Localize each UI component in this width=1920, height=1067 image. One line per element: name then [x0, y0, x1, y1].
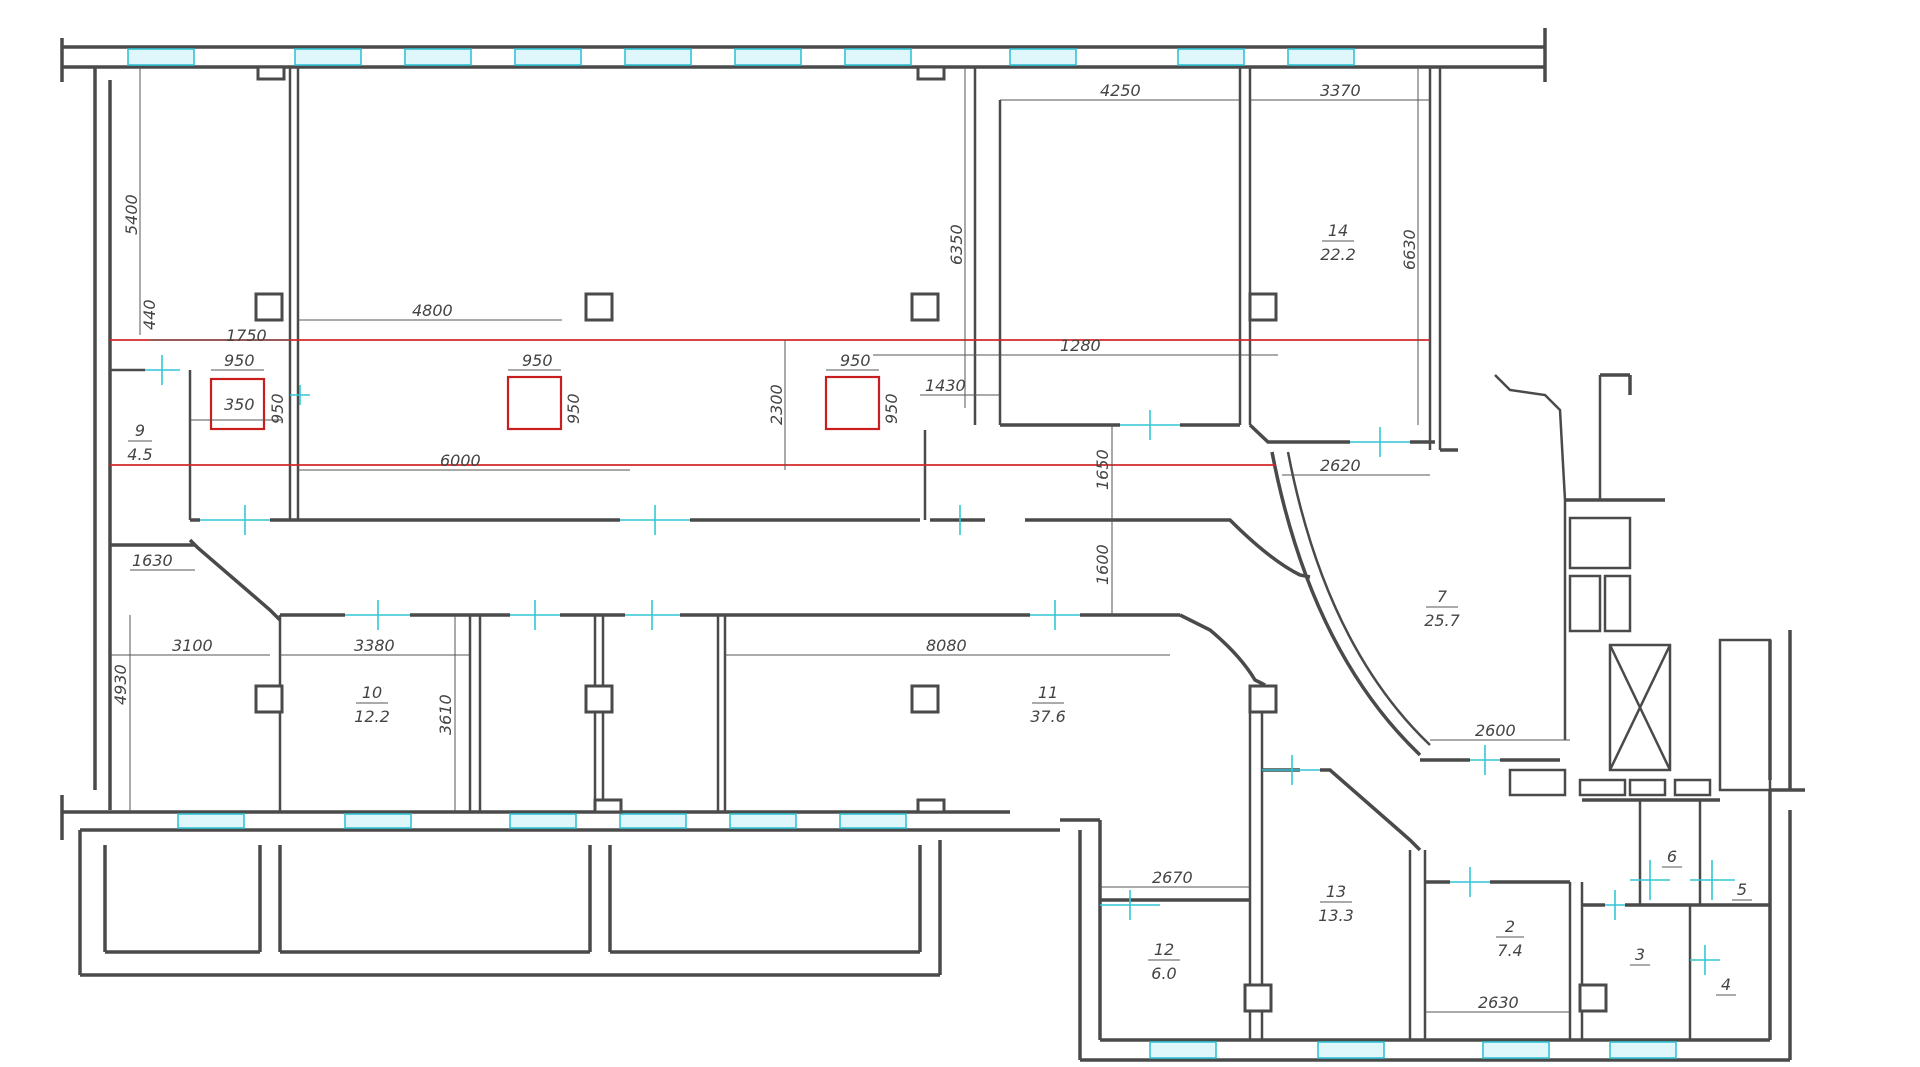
- room-10-area: 12.2: [354, 707, 390, 726]
- room-4: 4: [1716, 975, 1736, 996]
- dim-950-v2: 950: [564, 393, 583, 424]
- dimension-lines: [110, 67, 1570, 1013]
- room-9-area: 4.5: [127, 445, 152, 464]
- dim-2670: 2670: [1152, 868, 1193, 887]
- dim-1430: 1430: [925, 376, 966, 395]
- room-9-number: 9: [135, 421, 145, 440]
- room-labels: 9 4.5 10 12.2 11 37.6 14 22.2 7 25.7 12 …: [127, 221, 1752, 996]
- room-11: 11 37.6: [1030, 683, 1066, 726]
- room-14-area: 22.2: [1320, 245, 1356, 264]
- dim-1650: 1650: [1093, 449, 1112, 490]
- room-13-number: 13: [1326, 882, 1346, 901]
- room-3: 3: [1630, 945, 1650, 966]
- bottom-windows: [177, 813, 1677, 1059]
- dim-2630: 2630: [1478, 993, 1519, 1012]
- room-7: 7 25.7: [1424, 587, 1460, 630]
- dim-5400: 5400: [122, 194, 141, 235]
- slab-openings: [110, 339, 1430, 466]
- room-11-number: 11: [1038, 683, 1058, 702]
- dim-3610: 3610: [436, 694, 455, 735]
- room-7-area: 25.7: [1424, 611, 1460, 630]
- room-4-number: 4: [1721, 975, 1731, 994]
- dimension-labels: 4250 3370 5400 6350 6630 4800 440 1750 9…: [111, 81, 1519, 1012]
- dim-3370: 3370: [1320, 81, 1361, 100]
- dim-3380: 3380: [354, 636, 395, 655]
- dim-1750: 1750: [226, 326, 267, 345]
- dim-6000: 6000: [440, 451, 481, 470]
- room-10-number: 10: [362, 683, 382, 702]
- dim-1280: 1280: [1060, 336, 1101, 355]
- dim-950-v3: 950: [882, 393, 901, 424]
- dim-1600: 1600: [1093, 544, 1112, 585]
- dim-1630: 1630: [132, 551, 173, 570]
- room-14-number: 14: [1328, 221, 1348, 240]
- doors: [145, 355, 1735, 975]
- dim-6350: 6350: [947, 224, 966, 265]
- room-6: 6: [1662, 847, 1682, 868]
- dim-950-v1: 950: [268, 393, 287, 424]
- room-12-area: 6.0: [1151, 964, 1176, 983]
- room-11-area: 37.6: [1030, 707, 1066, 726]
- dim-950-c: 950: [840, 351, 871, 370]
- room-3-number: 3: [1635, 945, 1645, 964]
- room-7-number: 7: [1437, 587, 1448, 606]
- dim-2600: 2600: [1475, 721, 1516, 740]
- outer-walls: [60, 28, 1805, 1062]
- room-9: 9 4.5: [127, 421, 152, 464]
- dim-6630: 6630: [1400, 229, 1419, 270]
- interior-walls: [110, 67, 1772, 1040]
- columns: [254, 65, 1608, 1013]
- dim-3100: 3100: [172, 636, 213, 655]
- dim-950-b: 950: [522, 351, 553, 370]
- room-12-number: 12: [1154, 940, 1174, 959]
- room-5-number: 5: [1737, 880, 1747, 899]
- room-12: 12 6.0: [1148, 940, 1180, 983]
- dim-350: 350: [224, 395, 255, 414]
- dim-4930: 4930: [111, 664, 130, 705]
- dim-2620: 2620: [1320, 456, 1361, 475]
- dim-2300: 2300: [767, 384, 786, 425]
- room-13: 13 13.3: [1318, 882, 1354, 925]
- room-2-area: 7.4: [1497, 941, 1522, 960]
- dim-8080: 8080: [926, 636, 967, 655]
- dim-440: 440: [140, 299, 159, 330]
- room-14: 14 22.2: [1320, 221, 1356, 264]
- dim-4800: 4800: [412, 301, 453, 320]
- room-2-number: 2: [1505, 917, 1515, 936]
- dim-4250: 4250: [1100, 81, 1141, 100]
- room-2: 2 7.4: [1496, 917, 1524, 960]
- room-6-number: 6: [1667, 847, 1677, 866]
- dim-950-a: 950: [224, 351, 255, 370]
- top-windows: [127, 48, 1355, 66]
- room-10: 10 12.2: [354, 683, 390, 726]
- room-5: 5: [1732, 880, 1752, 901]
- room-13-area: 13.3: [1318, 906, 1354, 925]
